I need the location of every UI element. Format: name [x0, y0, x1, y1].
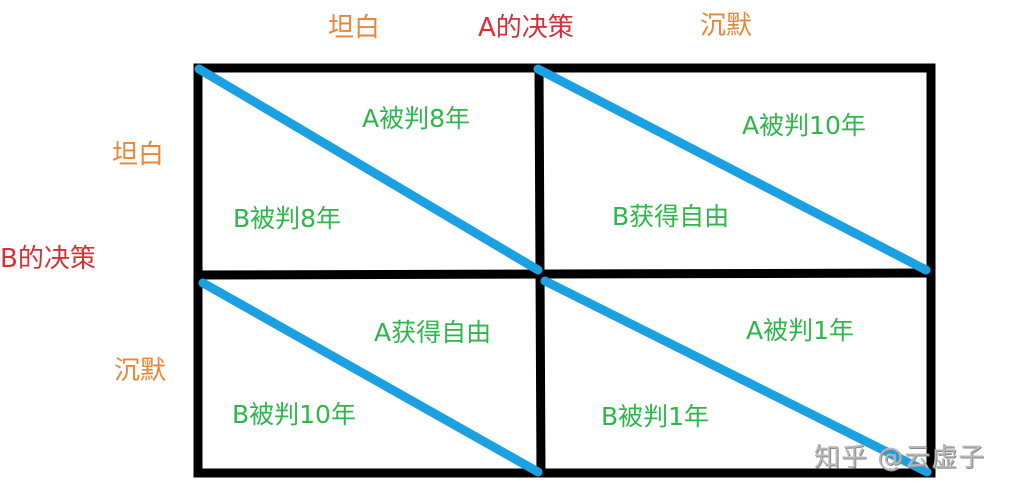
cell-cc-a-outcome: A被判8年: [362, 104, 471, 133]
cell-sc-b-outcome: B获得自由: [612, 202, 730, 231]
a-option-confess-label: 坦白: [328, 13, 381, 43]
b-decision-label: B的决策: [0, 244, 96, 274]
cell-ss-b-outcome: B被判1年: [601, 402, 710, 431]
cell-ss-a-outcome: A被判1年: [746, 316, 855, 345]
matrix-horizontal-divider: [195, 268, 935, 280]
b-option-confess-label: 坦白: [112, 140, 165, 170]
diagonal-line-bottom-right: [540, 276, 932, 477]
cell-sc-a-outcome: A被判10年: [742, 111, 866, 140]
a-decision-label: A的决策: [478, 13, 574, 43]
cell-cs-a-outcome: A获得自由: [374, 318, 492, 347]
a-option-silent-label: 沉默: [700, 11, 753, 41]
cell-cc-b-outcome: B被判8年: [233, 204, 342, 233]
diagonal-line-top-left: [194, 64, 543, 275]
cell-cs-b-outcome: B被判10年: [232, 400, 356, 429]
watermark: 知乎 @云虚子: [814, 443, 986, 473]
diagonal-line-top-right: [533, 64, 931, 275]
b-option-silent-label: 沉默: [114, 356, 167, 386]
diagonal-line-bottom-left: [198, 278, 543, 477]
